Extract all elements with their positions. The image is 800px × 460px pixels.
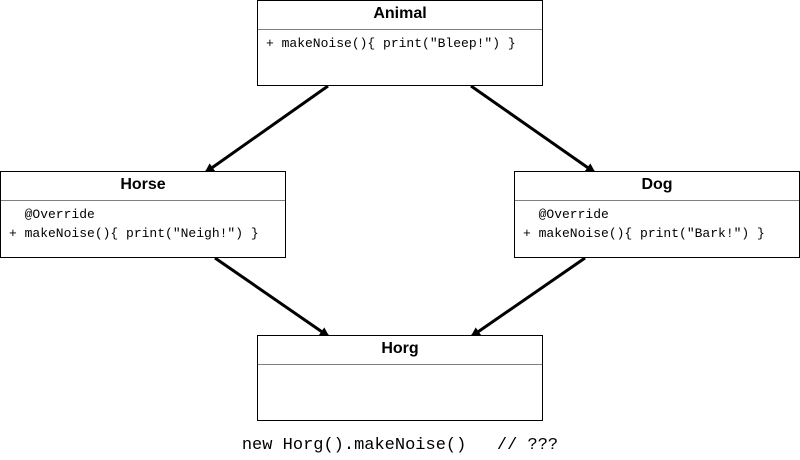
method-make-noise: + makeNoise(){ print("Bark!") } [523, 226, 765, 241]
override-annotation: @Override [523, 207, 609, 222]
code-caption: new Horg().makeNoise() // ??? [241, 436, 559, 455]
class-members-horg [258, 365, 542, 369]
arrow-horse-to-horg [214, 256, 330, 338]
class-box-horse: Horse @Override + makeNoise(){ print("Ne… [0, 171, 286, 258]
method-make-noise: + makeNoise(){ print("Bleep!") } [266, 36, 516, 51]
class-title-horse: Horse [1, 172, 285, 201]
arrow-dog-to-horg [470, 256, 586, 338]
override-annotation: @Override [9, 207, 95, 222]
arrow-animal-to-horse [204, 84, 329, 174]
class-title-horg: Horg [258, 336, 542, 365]
class-members-animal: + makeNoise(){ print("Bleep!") } [258, 30, 542, 53]
class-box-dog: Dog @Override + makeNoise(){ print("Bark… [514, 171, 800, 258]
method-make-noise: + makeNoise(){ print("Neigh!") } [9, 226, 259, 241]
arrow-animal-to-dog [470, 84, 596, 174]
class-box-horg: Horg [257, 335, 543, 421]
class-box-animal: Animal + makeNoise(){ print("Bleep!") } [257, 0, 543, 86]
class-members-dog: @Override + makeNoise(){ print("Bark!") … [515, 201, 799, 243]
class-members-horse: @Override + makeNoise(){ print("Neigh!")… [1, 201, 285, 243]
class-title-animal: Animal [258, 1, 542, 30]
class-title-dog: Dog [515, 172, 799, 201]
